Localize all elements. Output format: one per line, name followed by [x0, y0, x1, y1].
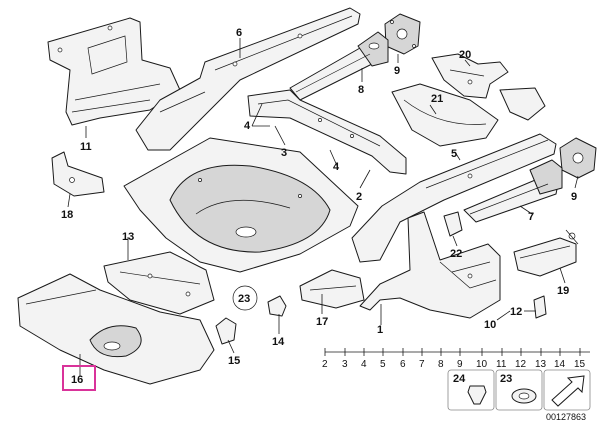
document-number: 00127863	[546, 412, 586, 422]
scale-num: 2	[322, 359, 328, 370]
part-22-tab[interactable]	[443, 211, 463, 237]
scale-num: 9	[457, 359, 463, 370]
scale-num: 11	[496, 359, 507, 370]
part-9-bracket-top[interactable]	[384, 13, 421, 55]
scale-num: 13	[535, 359, 547, 370]
scale-num: 3	[342, 359, 348, 370]
part-12-clip[interactable]	[533, 295, 547, 319]
callout-16-highlighted[interactable]: 16	[62, 365, 96, 391]
part-3-cross-member[interactable]	[247, 89, 407, 175]
legend-item-24-label: 24	[453, 373, 466, 385]
part-6-side-rail[interactable]	[135, 7, 361, 151]
scale-num: 15	[574, 359, 586, 370]
part-21-wheel-arch[interactable]	[391, 83, 499, 147]
callout-5[interactable]: 5	[451, 148, 457, 160]
callout-12[interactable]: 12	[510, 306, 522, 318]
callout-15[interactable]: 15	[228, 355, 240, 367]
callout-7[interactable]: 7	[528, 211, 534, 223]
callout-19[interactable]: 19	[557, 285, 569, 297]
callout-labels: 11 6 9 20 8 21 4 3 4 2 5 9 18 7 13 22 19…	[61, 27, 577, 367]
highlight-frame	[62, 365, 96, 391]
scale-num: 8	[438, 359, 444, 370]
part-11-rear-panel[interactable]	[47, 17, 181, 126]
callout-16[interactable]: 16	[71, 374, 83, 386]
callout-8[interactable]: 8	[358, 84, 364, 96]
part-18-plate[interactable]	[51, 151, 105, 197]
callout-1[interactable]: 1	[377, 324, 383, 336]
part-1-rear-bulkhead[interactable]	[359, 211, 501, 319]
part-20-bracket[interactable]	[431, 53, 546, 121]
scale-number-row: 2 3 4 5 6 7 8 9 10 11 12 13 14 15	[322, 359, 586, 370]
callout-2[interactable]: 2	[356, 191, 362, 203]
callout-20[interactable]: 20	[459, 49, 471, 61]
part-17-bracket[interactable]	[299, 269, 365, 309]
part-23-marker[interactable]	[232, 285, 258, 311]
legend-panel: 24 23	[447, 369, 591, 411]
callout-10[interactable]: 10	[484, 319, 496, 331]
callout-13[interactable]: 13	[122, 231, 134, 243]
part-14-clip[interactable]	[267, 295, 287, 317]
callout-3[interactable]: 3	[281, 147, 287, 159]
part-16-floor-pan[interactable]	[17, 273, 215, 385]
callout-14[interactable]: 14	[272, 336, 285, 348]
legend-clip-icon	[467, 385, 487, 405]
scale-num: 5	[380, 359, 386, 370]
legend-item-23-label: 23	[500, 373, 512, 385]
trunk-floor-well[interactable]	[123, 137, 359, 273]
scale-num: 14	[554, 359, 566, 370]
part-15-clip[interactable]	[215, 317, 237, 345]
arrow-icon	[551, 375, 585, 407]
callout-4-mid[interactable]: 4	[333, 161, 340, 173]
callout-22[interactable]: 22	[450, 248, 462, 260]
callout-4-top[interactable]: 4	[244, 120, 251, 132]
callout-9-top[interactable]: 9	[394, 65, 400, 77]
scale-num: 7	[419, 359, 425, 370]
callout-17[interactable]: 17	[316, 316, 328, 328]
leader-lines	[67, 38, 590, 376]
part-9-bracket-right[interactable]	[559, 137, 597, 179]
callout-21[interactable]: 21	[431, 93, 443, 105]
scale-num: 12	[515, 359, 527, 370]
callout-18[interactable]: 18	[61, 209, 73, 221]
callout-9-right[interactable]: 9	[571, 191, 577, 203]
part-19-bracket[interactable]	[513, 229, 579, 277]
part-5-rear-side-rail[interactable]	[351, 133, 557, 263]
scale-num: 6	[400, 359, 406, 370]
scale-num: 10	[476, 359, 488, 370]
callout-23[interactable]: 23	[238, 293, 250, 305]
part-13-floor-panel[interactable]	[103, 251, 215, 315]
part-7-strut-right[interactable]	[463, 159, 563, 223]
callout-6[interactable]: 6	[236, 27, 242, 39]
callout-11[interactable]: 11	[80, 141, 92, 153]
scale-num: 4	[361, 359, 367, 370]
